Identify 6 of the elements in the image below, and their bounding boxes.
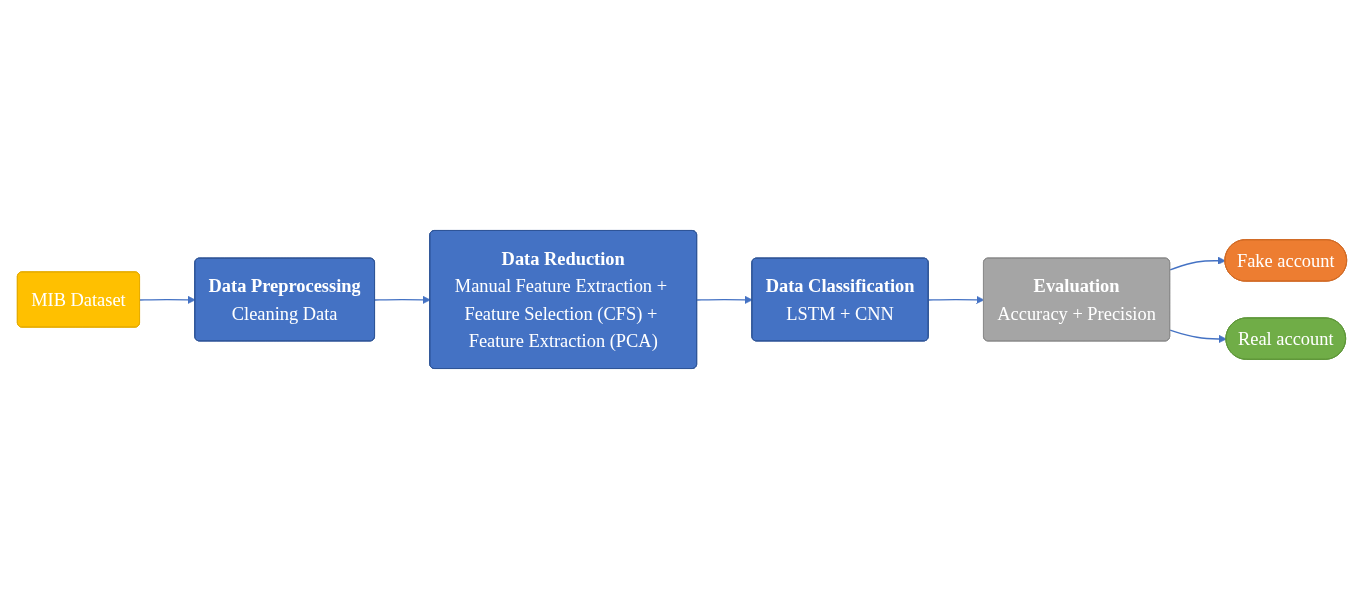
arrow <box>1169 329 1227 343</box>
arrow <box>696 295 753 304</box>
arrow <box>374 295 431 304</box>
arrow <box>1169 256 1226 271</box>
arrow <box>139 295 196 304</box>
arrow <box>928 295 985 304</box>
